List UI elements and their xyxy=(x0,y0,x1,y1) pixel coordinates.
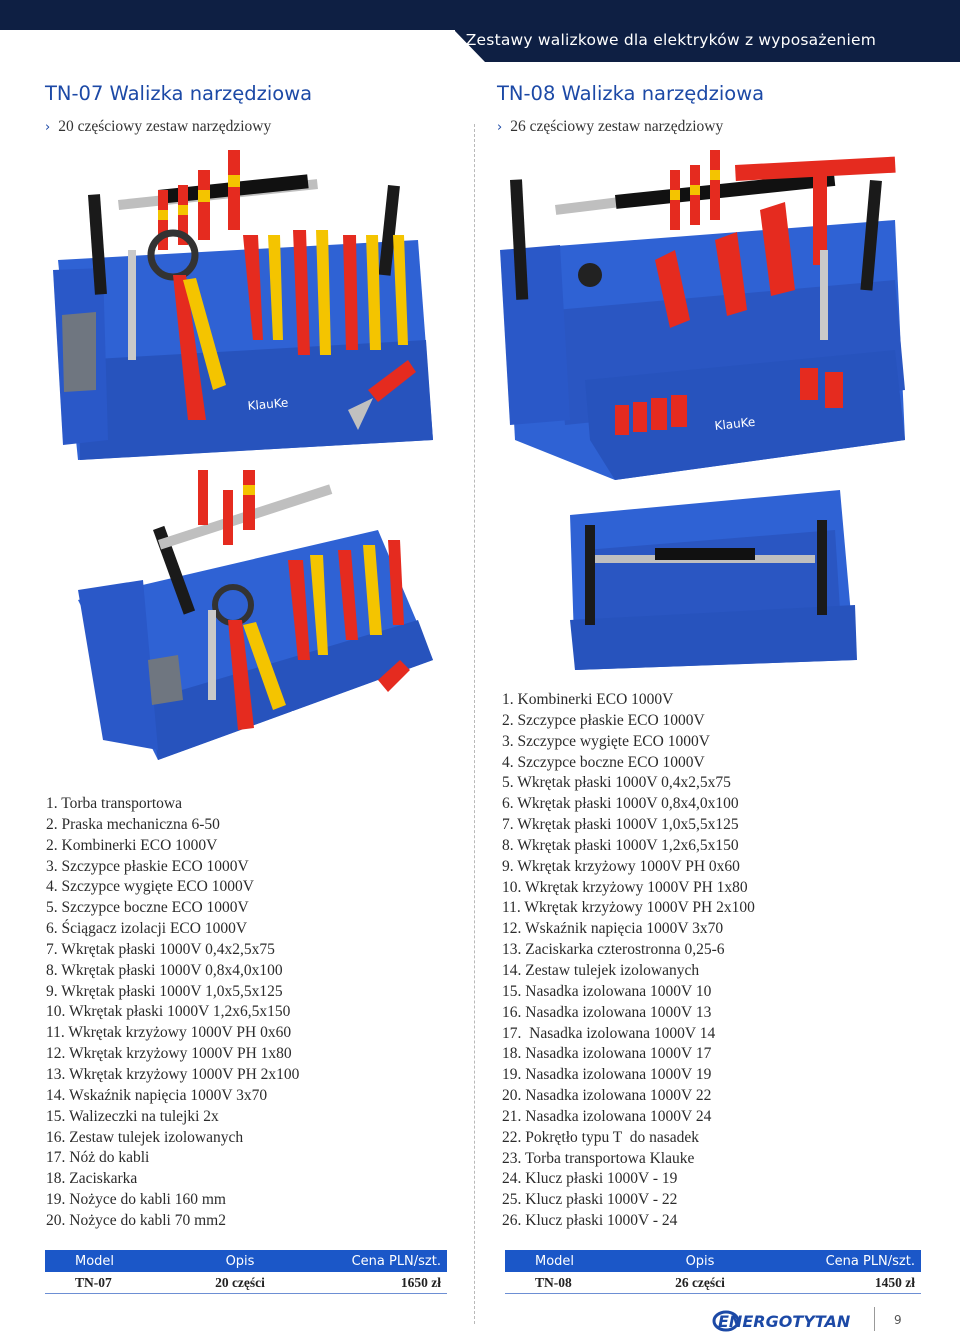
list-item: 6. Wkrętak płaski 1000V 0,8x4,0x100 xyxy=(502,795,739,813)
tn07-bag-front-view: KlauKe xyxy=(53,150,433,460)
header-tab xyxy=(455,0,960,62)
right-subtitle-text: 26 częściowy zestaw narzędziowy xyxy=(510,118,724,135)
list-item: 2. Praska mechaniczna 6-50 xyxy=(46,815,220,833)
list-item: 17. Nasadka izolowana 1000V 14 xyxy=(502,1024,716,1042)
list-item: 19. Nożyce do kabli 160 mm xyxy=(46,1191,226,1209)
list-item: 18. Nasadka izolowana 1000V 17 xyxy=(502,1045,712,1063)
cell-model: TN-08 xyxy=(535,1274,572,1290)
list-item: 16. Zestaw tulejek izolowanych xyxy=(46,1128,244,1146)
col-price-header: Cena PLN/szt. xyxy=(351,1253,441,1269)
cell-model: TN-07 xyxy=(75,1274,112,1290)
list-item: 22. Pokrętło typu T do nasadek xyxy=(502,1128,700,1146)
table-row: TN-07 20 części 1650 zł xyxy=(45,1272,447,1294)
list-item: 11. Wkrętak krzyżowy 1000V PH 0x60 xyxy=(46,1024,292,1042)
section-title: Zestawy walizkowe dla elektryków z wypos… xyxy=(465,31,876,49)
header-bar: Zestawy walizkowe dla elektryków z wypos… xyxy=(0,0,960,62)
list-item: 3. Szczypce wygięte ECO 1000V xyxy=(502,732,710,750)
cell-opis: 26 części xyxy=(675,1274,725,1290)
tn07-bag-angled-view: KlauKe xyxy=(78,470,433,760)
table-header: Model Opis Cena PLN/szt. xyxy=(505,1250,921,1272)
tn07-product-photo: KlauKe KlauKe xyxy=(48,140,448,780)
chevron-right-icon: › xyxy=(45,120,51,135)
list-item: 13. Wkrętak krzyżowy 1000V PH 2x100 xyxy=(46,1065,300,1083)
list-item: 12. Wkrętak krzyżowy 1000V PH 1x80 xyxy=(46,1045,292,1063)
list-item: 26. Klucz płaski 1000V - 24 xyxy=(502,1212,678,1230)
list-item: 8. Wkrętak płaski 1000V 0,8x4,0x100 xyxy=(46,961,283,979)
list-item: 20. Nasadka izolowana 1000V 22 xyxy=(502,1087,712,1105)
list-item: 5. Szczypce boczne ECO 1000V xyxy=(46,899,249,917)
list-item: 9. Wkrętak płaski 1000V 1,0x5,5x125 xyxy=(46,982,283,1000)
tn07-contents-list: 1. Torba transportowa 2. Praska mechanicz… xyxy=(46,794,299,1232)
col-opis-header: Opis xyxy=(685,1253,715,1269)
logo-text: ENERGOTYTAN xyxy=(718,1312,851,1331)
list-item: 10. Wkrętak płaski 1000V 1,2x6,5x150 xyxy=(46,1003,291,1021)
tn08-price-table: Model Opis Cena PLN/szt. TN-08 26 części… xyxy=(505,1250,921,1294)
list-item: 6. Ściągacz izolacji ECO 1000V xyxy=(46,920,248,938)
list-item: 24. Klucz płaski 1000V - 19 xyxy=(502,1170,678,1188)
tn07-price-table: Model Opis Cena PLN/szt. TN-07 20 części… xyxy=(45,1250,447,1294)
tn08-brand-label: KlauKe xyxy=(714,415,756,433)
list-item: 4. Szczypce boczne ECO 1000V xyxy=(502,753,705,771)
list-item: 23. Torba transportowa Klauke xyxy=(502,1149,695,1167)
list-item: 2. Kombinerki ECO 1000V xyxy=(46,836,218,854)
list-item: 1. Kombinerki ECO 1000V xyxy=(502,691,674,708)
col-opis-header: Opis xyxy=(225,1253,255,1269)
list-item: 8. Wkrętak płaski 1000V 1,2x6,5x150 xyxy=(502,836,739,854)
list-item: 13. Zaciskarka czterostronna 0,25-6 xyxy=(502,941,725,959)
tn08-bag-full-view: KlauKe xyxy=(500,150,905,480)
tn07-brand-label-1: KlauKe xyxy=(247,395,289,413)
tn08-product-photo: KlauKe xyxy=(495,140,915,680)
cell-opis: 20 części xyxy=(215,1274,265,1290)
left-subtitle-text: 20 częściowy zestaw narzędziowy xyxy=(58,118,272,135)
chevron-right-icon: › xyxy=(497,120,503,135)
list-item: 20. Nożyce do kabli 70 mm2 xyxy=(46,1211,226,1229)
list-item: 9. Wkrętak krzyżowy 1000V PH 0x60 xyxy=(502,857,740,875)
list-item: 7. Wkrętak płaski 1000V 1,0x5,5x125 xyxy=(502,816,739,834)
col-price-header: Cena PLN/szt. xyxy=(825,1253,915,1269)
list-item: 10. Wkrętak krzyżowy 1000V PH 1x80 xyxy=(502,878,748,896)
list-item: 21. Nasadka izolowana 1000V 24 xyxy=(502,1107,712,1125)
list-item: 7. Wkrętak płaski 1000V 0,4x2,5x75 xyxy=(46,940,275,958)
tn08-bag-empty-view xyxy=(570,490,857,670)
list-item: 17. Nóż do kabli xyxy=(46,1149,150,1167)
cell-price: 1650 zł xyxy=(400,1274,441,1290)
list-item: 14. Wskaźnik napięcia 1000V 3x70 xyxy=(46,1086,268,1104)
footer-separator xyxy=(874,1307,875,1331)
list-item: 19. Nasadka izolowana 1000V 19 xyxy=(502,1066,712,1084)
right-product-title: TN-08 Walizka narzędziowa xyxy=(497,82,765,105)
list-item: 3. Szczypce płaskie ECO 1000V xyxy=(46,857,249,875)
list-item: 15. Nasadka izolowana 1000V 10 xyxy=(502,982,712,1000)
list-item: 25. Klucz płaski 1000V - 22 xyxy=(502,1191,678,1209)
list-item: 1. Torba transportowa xyxy=(46,795,182,812)
cell-price: 1450 zł xyxy=(874,1274,915,1290)
list-item: 14. Zestaw tulejek izolowanych xyxy=(502,961,700,979)
list-item: 15. Walizeczki na tulejki 2x xyxy=(46,1107,219,1125)
right-product-subtitle: › 26 częściowy zestaw narzędziowy xyxy=(497,118,723,136)
list-item: 12. Wskaźnik napięcia 1000V 3x70 xyxy=(502,920,724,938)
table-header: Model Opis Cena PLN/szt. xyxy=(45,1250,447,1272)
list-item: 5. Wkrętak płaski 1000V 0,4x2,5x75 xyxy=(502,774,731,792)
list-item: 11. Wkrętak krzyżowy 1000V PH 2x100 xyxy=(502,899,755,917)
left-product-subtitle: › 20 częściowy zestaw narzędziowy xyxy=(45,118,271,136)
page-number: 9 xyxy=(894,1313,902,1327)
left-product-title: TN-07 Walizka narzędziowa xyxy=(45,82,313,105)
col-model-header: Model xyxy=(75,1253,115,1269)
list-item: 2. Szczypce płaskie ECO 1000V xyxy=(502,711,705,729)
energotytan-logo: ENERGOTYTAN xyxy=(712,1306,858,1334)
list-item: 16. Nasadka izolowana 1000V 13 xyxy=(502,1003,712,1021)
list-item: 18. Zaciskarka xyxy=(46,1170,138,1188)
column-divider xyxy=(474,124,475,1324)
table-row: TN-08 26 części 1450 zł xyxy=(505,1272,921,1294)
col-model-header: Model xyxy=(535,1253,575,1269)
list-item: 4. Szczypce wygięte ECO 1000V xyxy=(46,878,254,896)
tn08-contents-list: 1. Kombinerki ECO 1000V 2. Szczypce płask… xyxy=(502,690,755,1232)
